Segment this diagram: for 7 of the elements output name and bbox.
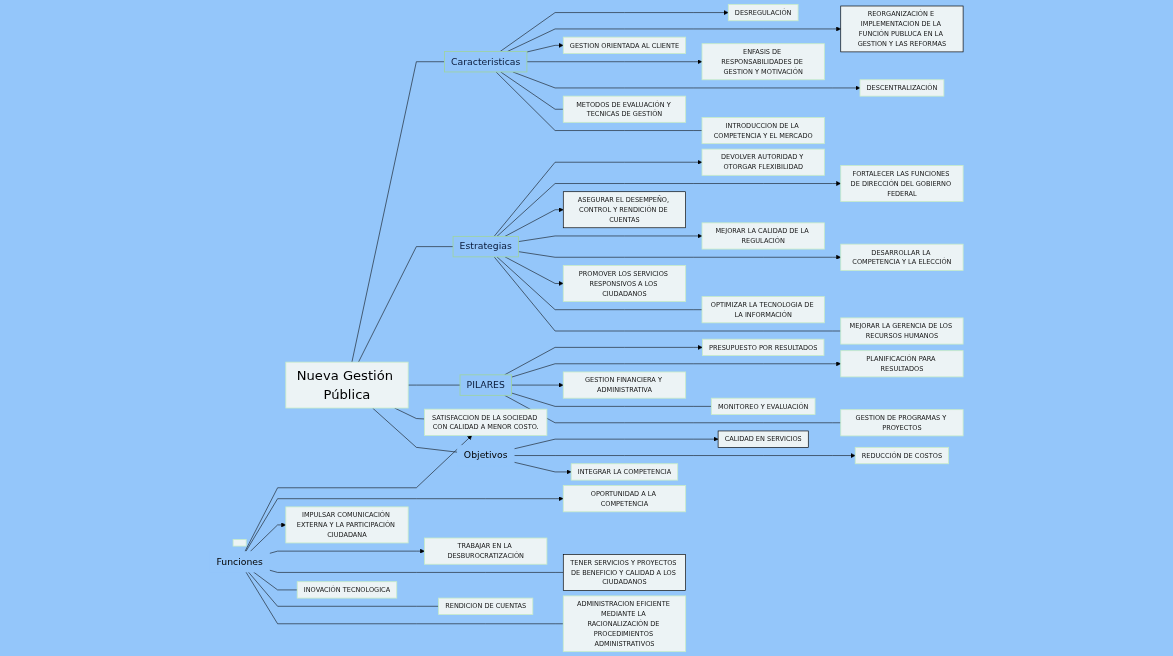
node-text: Objetivos	[463, 449, 508, 461]
node-box: Estrategias	[452, 235, 519, 258]
node-box: Caracteristicas	[444, 51, 528, 73]
node-text: Funciones	[216, 555, 263, 567]
node-box: PILARES	[459, 374, 512, 396]
node-box: Nueva Gestión Pública	[285, 361, 409, 409]
node-box	[232, 539, 247, 547]
